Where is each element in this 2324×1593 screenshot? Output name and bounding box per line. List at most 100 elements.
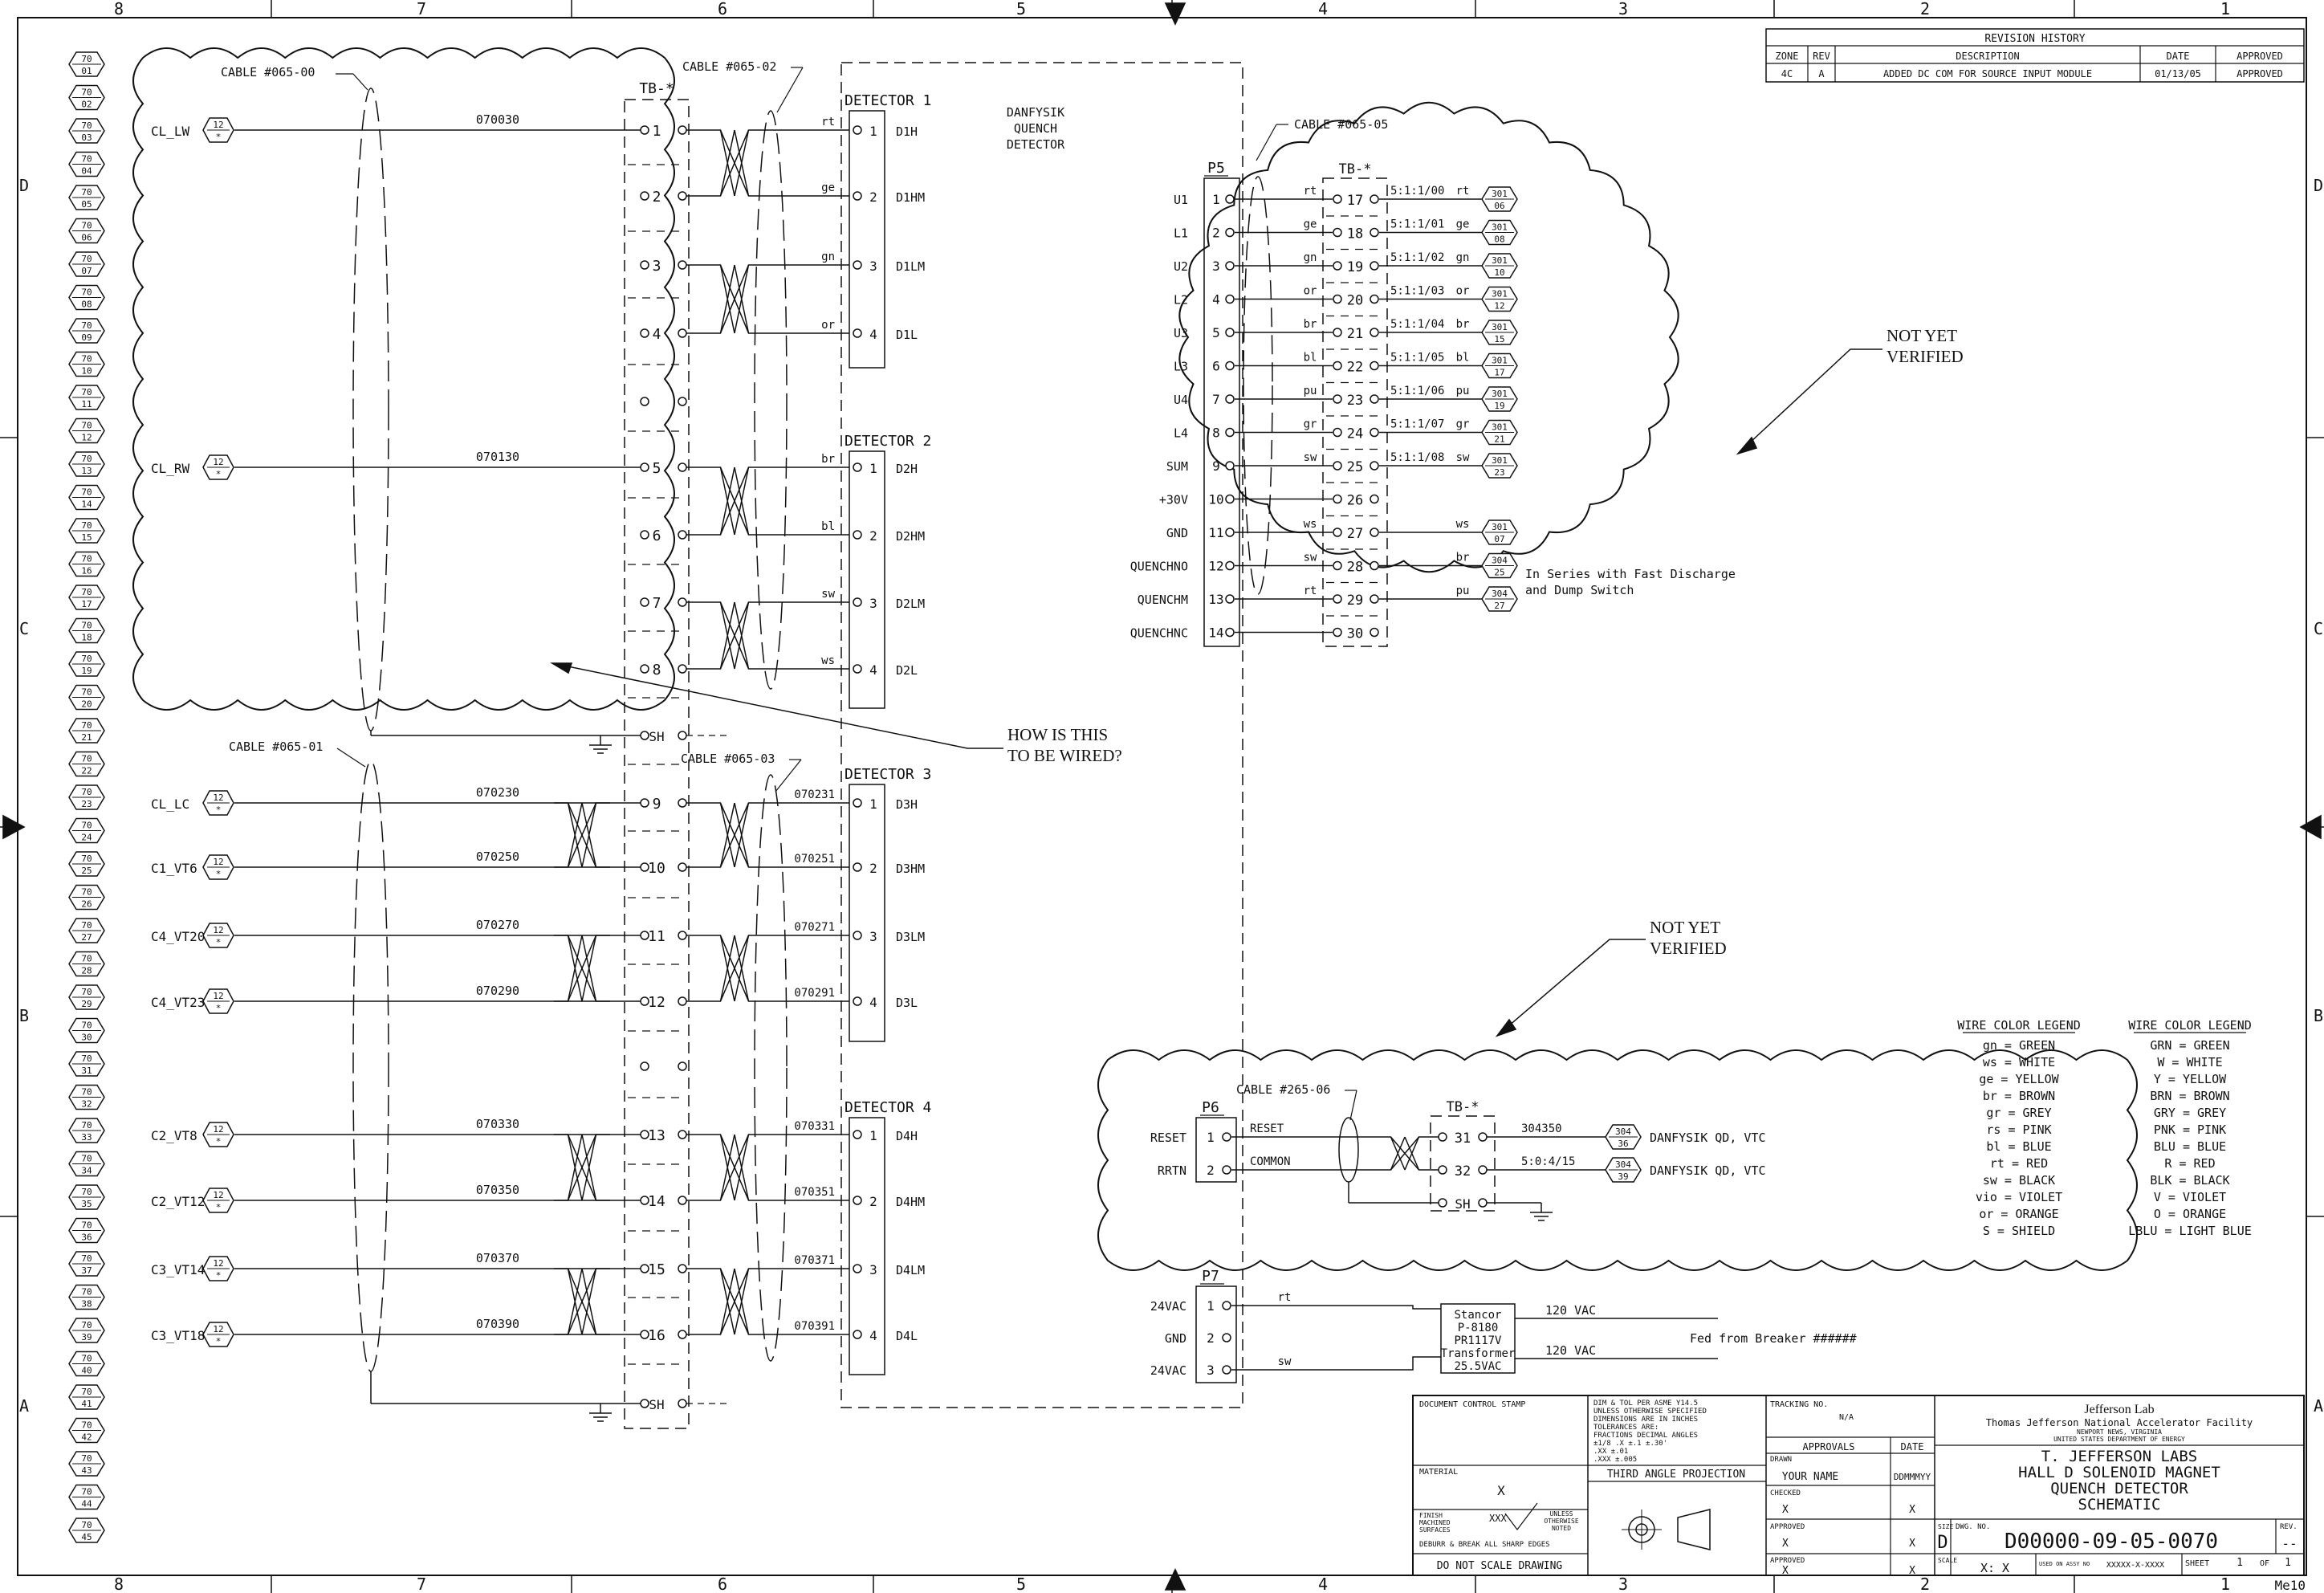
tag-bottom-text: 20: [81, 699, 92, 710]
revision-cell: A: [1818, 68, 1825, 79]
p5-pin-number: 1: [1212, 192, 1220, 207]
p5-out-wire-color: sw: [1456, 451, 1470, 464]
tb-terminal-number: 4: [653, 326, 661, 343]
signal-connector-tag: 12*: [202, 1188, 234, 1213]
p6-twisted-pair: [1377, 1136, 1433, 1171]
legend-long-item: BLU = BLUE: [2154, 1139, 2226, 1154]
detector-twisted-pair: [706, 264, 763, 334]
used-on-label: USED ON ASSY NO: [2039, 1561, 2090, 1567]
tag-top-text: 301: [1492, 189, 1508, 199]
signal-wire-number: 070030: [476, 112, 519, 127]
terminal-circle: [640, 664, 649, 674]
terminal-circle: [678, 530, 687, 540]
approved-date-2: X: [1909, 1565, 1915, 1577]
p5-signal-name: U3: [1174, 326, 1188, 340]
p7-connector-block: [1195, 1285, 1237, 1383]
p5-pin-number: 6: [1212, 359, 1220, 374]
of-label: OF: [2260, 1559, 2269, 1568]
terminal-circle: [678, 328, 687, 338]
detector-pin-block: [849, 784, 885, 1042]
tb-terminal-number: 15: [648, 1261, 665, 1278]
revision-header: REV: [1813, 51, 1830, 62]
p6-destination-label: DANFYSIK QD, VTC: [1650, 1131, 1766, 1145]
detector-pin-terminal: [853, 996, 862, 1006]
detector-pin-name: D4LM: [896, 1263, 925, 1277]
cable-065-05-bundle: [1243, 176, 1273, 595]
tag-bottom-text: 26: [81, 899, 92, 910]
terminal-circle: [640, 931, 649, 940]
terminal-circle: [1333, 328, 1342, 337]
signal-connector-tag: 12 *: [202, 923, 234, 948]
cloud-upper-left: [132, 47, 675, 711]
scale-value: X: X: [1980, 1561, 2009, 1575]
tag-bottom-text: 27: [81, 932, 92, 943]
legend-long-item: BRN = BROWN: [2150, 1089, 2229, 1103]
p7-signal-name: 24VAC: [1150, 1363, 1186, 1378]
connector-tag-bottom: *: [216, 805, 222, 815]
connector-tag-top: 12: [213, 1324, 223, 1334]
tag-bottom-text: 06: [81, 233, 92, 243]
connector-tag-bottom: *: [216, 937, 222, 947]
input-twisted-pair: [554, 802, 610, 868]
legend-short-item: or = ORANGE: [1979, 1207, 2058, 1221]
detector-pin-number: 2: [869, 861, 877, 876]
p5-out-wire-number: 5:1:1/03: [1390, 285, 1444, 298]
tag-bottom-text: 39: [81, 1332, 92, 1342]
terminal-circle: [1370, 594, 1379, 604]
connector-tag-top: 12: [213, 925, 223, 935]
unless-label: NOTED: [1552, 1525, 1571, 1532]
how-wired-line1: HOW IS THIS: [1007, 725, 1108, 744]
p5-tb-number: 28: [1347, 560, 1363, 576]
p5-tb-label: TB-*: [1339, 161, 1372, 177]
tag-bottom-text: 07: [81, 266, 92, 276]
detector-twisted-pair: [706, 802, 763, 868]
used-on-value: XXXXX-X-XXXX: [2106, 1561, 2164, 1570]
revision-table-border: [1765, 28, 2305, 83]
cable-065-03-bundle: [754, 774, 788, 1362]
p6-out-wire-number: 5:0:4/15: [1521, 1155, 1575, 1168]
zone-col-bottom: 7: [417, 1575, 426, 1593]
p6-shield-label: SH: [1455, 1196, 1470, 1212]
p5-out-wire-color: ws: [1456, 518, 1470, 531]
p5-out-wire-number: 5:1:1/02: [1390, 251, 1444, 264]
p5-out-wire-number: 5:1:1/08: [1390, 451, 1444, 464]
tag-top-text: 304: [1615, 1127, 1631, 1137]
signal-wire-number: 070370: [476, 1251, 519, 1265]
terminal-circle: [640, 260, 649, 270]
p5-pin-terminal: [1225, 494, 1235, 504]
tag-top-text: 70: [81, 88, 92, 98]
tag-bottom-text: 21: [81, 732, 92, 743]
terminal-circle: [678, 798, 687, 808]
tag-top-text: 70: [81, 221, 92, 231]
tag-bottom-text: 27: [1494, 601, 1504, 611]
legend-long-item: Y = YELLOW: [2154, 1072, 2227, 1086]
tag-bottom-text: 09: [81, 332, 92, 343]
projection-symbol-cone: [1677, 1509, 1711, 1550]
terminal-circle: [678, 1264, 687, 1273]
tb-terminal-number: 2: [653, 189, 661, 206]
tag-bottom-text: 45: [81, 1532, 92, 1542]
terminal-circle: [678, 931, 687, 940]
how-wired-line2: TO BE WIRED?: [1007, 746, 1122, 765]
signal-wire-number: 070390: [476, 1317, 519, 1331]
tag-top-text: 70: [81, 354, 92, 365]
approved-value-1: X: [1782, 1538, 1789, 1550]
terminal-circle: [678, 996, 687, 1006]
detector-wire-number: 070291: [794, 987, 835, 1000]
tag-top-text: 301: [1492, 455, 1508, 466]
tag-bottom-text: 19: [81, 666, 92, 676]
tolerance-note: .XX ±.01: [1593, 1448, 1628, 1456]
p5-tb-number: 23: [1347, 393, 1363, 409]
p5-pin-number: 14: [1208, 625, 1223, 641]
tag-top-text: 70: [81, 1021, 92, 1031]
terminal-circle: [1370, 194, 1379, 204]
